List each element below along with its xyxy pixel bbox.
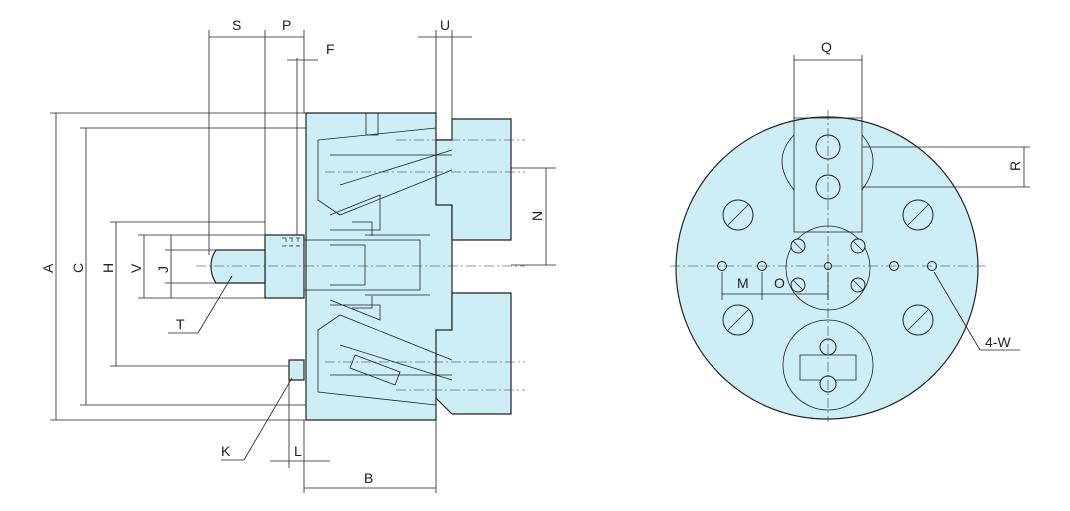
lower-jaw-outline <box>782 319 874 411</box>
dim-label-R: R <box>1007 161 1023 171</box>
dim-label-K: K <box>221 443 231 459</box>
center-boss <box>264 234 305 299</box>
bolt-holes <box>722 199 934 336</box>
dim-label-L: L <box>294 443 302 459</box>
dim-label-T: T <box>176 316 185 332</box>
wedge-lower <box>317 299 453 406</box>
chuck-body <box>305 112 453 421</box>
dim-label-C: C <box>70 263 86 273</box>
dim-label-M: M <box>737 275 749 291</box>
dim-label-Q: Q <box>821 39 832 55</box>
screw-thread <box>282 237 304 247</box>
dim-label-V: V <box>128 263 144 273</box>
hole-callout-4w: 4-W <box>985 334 1011 350</box>
front-view: Q R M O 4-W <box>670 39 1030 422</box>
dim-label-U: U <box>440 17 450 33</box>
dim-label-P: P <box>282 17 291 33</box>
dim-label-A: A <box>40 263 56 273</box>
dim-label-B: B <box>364 470 373 486</box>
dim-label-J: J <box>155 266 171 273</box>
dim-label-O: O <box>774 275 785 291</box>
pin-bore <box>349 113 401 386</box>
pilot-stud <box>210 249 266 284</box>
inner-bore <box>304 221 430 309</box>
dim-label-S: S <box>232 17 241 33</box>
upper-jaw-outline <box>781 117 874 233</box>
side-view: A C H V J N S P F U T K L B <box>40 17 556 493</box>
dim-label-N: N <box>529 211 545 221</box>
wedge-upper <box>317 127 453 231</box>
lower-jaw <box>435 292 512 415</box>
dim-label-F: F <box>326 41 335 57</box>
locating-pin <box>288 359 305 381</box>
dim-label-H: H <box>100 263 116 273</box>
